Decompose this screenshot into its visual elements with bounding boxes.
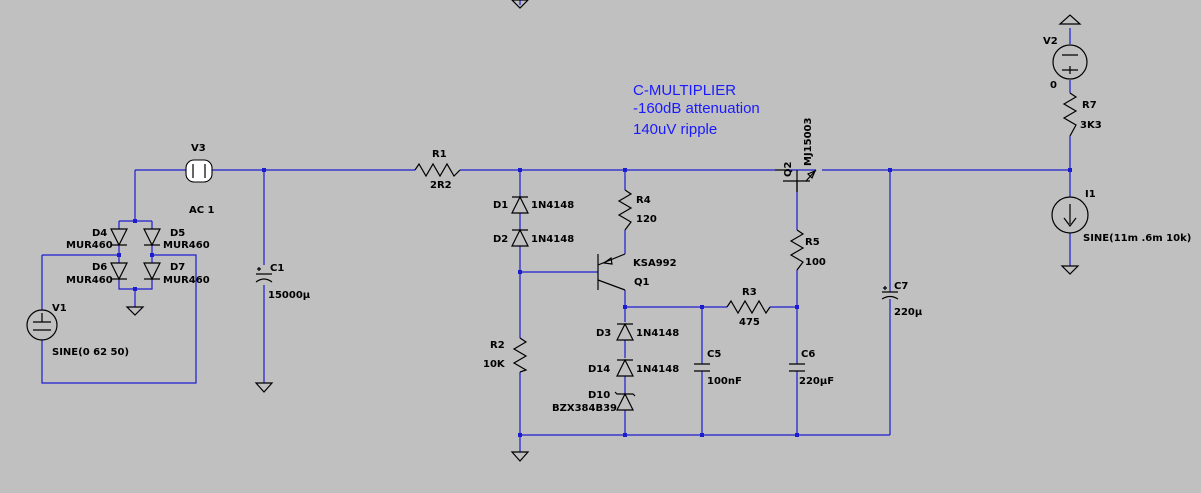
q2-ref: Q2: [783, 161, 794, 177]
transistor-q1[interactable]: KSA992 Q1: [597, 253, 677, 291]
d10-ref: D10: [588, 390, 610, 401]
c5-value: 100nF: [707, 376, 742, 387]
v2-value: 0: [1050, 80, 1057, 91]
c7-value: 220µ: [894, 307, 923, 318]
c1-value: 15000µ: [268, 290, 311, 301]
i1-ref: I1: [1085, 189, 1096, 200]
d4-value: MUR460: [66, 240, 113, 251]
annotation-attenuation: -160dB attenuation: [633, 100, 760, 117]
diode-d6[interactable]: D6 MUR460: [66, 262, 128, 286]
capacitor-c6[interactable]: C6 220µF: [789, 349, 834, 387]
resistor-r1[interactable]: R1 2R2: [414, 149, 461, 191]
c6-value: 220µF: [799, 376, 834, 387]
d3-value: 1N4148: [636, 328, 679, 339]
ground-icon: [511, 0, 529, 9]
zener-d10[interactable]: D10 BZX384B39: [552, 390, 636, 414]
r5-value: 100: [805, 257, 826, 268]
current-source-i1[interactable]: I1 SINE(11m .6m 10k): [1051, 189, 1191, 244]
diode-d3[interactable]: D3 1N4148: [596, 322, 679, 341]
r2-ref: R2: [490, 340, 505, 351]
c5-ref: C5: [707, 349, 721, 360]
d6-value: MUR460: [66, 275, 113, 286]
diode-d7[interactable]: D7 MUR460: [143, 262, 210, 286]
d3-ref: D3: [596, 328, 611, 339]
resistor-r5[interactable]: R5 100: [789, 229, 826, 271]
ground-icon: [510, 451, 530, 462]
capacitor-c5[interactable]: C5 100nF: [694, 349, 742, 387]
r1-value: 2R2: [430, 180, 452, 191]
circuit-annotation: C-MULTIPLIER -160dB attenuation 140uV ri…: [633, 82, 760, 138]
ground-icon: [254, 382, 274, 393]
d4-ref: D4: [92, 228, 107, 239]
c7-ref: C7: [894, 281, 908, 292]
ground-icon: [1060, 265, 1080, 275]
c6-ref: C6: [801, 349, 815, 360]
d14-ref: D14: [588, 364, 610, 375]
junctions: [117, 168, 1072, 437]
resistor-r4[interactable]: R4 120: [617, 189, 657, 231]
diode-d1[interactable]: D1 1N4148: [493, 195, 574, 214]
d7-ref: D7: [170, 262, 185, 273]
ground-symbols: [125, 0, 1082, 462]
diode-d14[interactable]: D14 1N4148: [588, 358, 679, 377]
d7-value: MUR460: [163, 275, 210, 286]
source-v1[interactable]: V1 SINE(0 62 50): [26, 303, 129, 358]
resistor-r2[interactable]: R2 10K: [483, 337, 528, 373]
wires: [41, 0, 1071, 452]
d6-ref: D6: [92, 262, 107, 273]
v1-ref: V1: [52, 303, 67, 314]
source-v2[interactable]: V2 0: [1043, 36, 1088, 91]
supply-up-icon: [1058, 14, 1082, 25]
r3-value: 475: [739, 317, 760, 328]
r4-value: 120: [636, 214, 657, 225]
d1-value: 1N4148: [531, 200, 574, 211]
q1-ref: Q1: [634, 277, 650, 288]
annotation-ripple: 140uV ripple: [633, 121, 717, 138]
v1-value: SINE(0 62 50): [52, 347, 129, 358]
diode-d2[interactable]: D2 1N4148: [493, 228, 574, 247]
r7-ref: R7: [1082, 100, 1097, 111]
d5-value: MUR460: [163, 240, 210, 251]
d14-value: 1N4148: [636, 364, 679, 375]
v2-ref: V2: [1043, 36, 1058, 47]
diode-d5[interactable]: D5 MUR460: [143, 228, 210, 251]
r4-ref: R4: [636, 195, 651, 206]
transistor-q2[interactable]: Q2 MJ15003: [775, 117, 817, 192]
capacitor-c1[interactable]: C1 15000µ: [255, 263, 311, 301]
c1-ref: C1: [270, 263, 284, 274]
d10-value: BZX384B39: [552, 403, 617, 414]
r2-value: 10K: [483, 359, 506, 370]
d5-ref: D5: [170, 228, 185, 239]
resistor-r7[interactable]: R7 3K3: [1062, 92, 1102, 137]
v3-value: AC 1: [189, 205, 215, 216]
q1-value: KSA992: [633, 258, 677, 269]
q2-value: MJ15003: [803, 117, 814, 166]
v3-ref: V3: [191, 143, 206, 154]
r5-ref: R5: [805, 237, 820, 248]
d2-value: 1N4148: [531, 234, 574, 245]
capacitor-c7[interactable]: C7 220µ: [881, 281, 923, 318]
annotation-title: C-MULTIPLIER: [633, 82, 736, 99]
r1-ref: R1: [432, 149, 447, 160]
r3-ref: R3: [742, 287, 757, 298]
source-v3[interactable]: V3 AC 1: [185, 143, 215, 216]
resistor-r3[interactable]: R3 475: [726, 287, 771, 328]
d1-ref: D1: [493, 200, 508, 211]
r7-value: 3K3: [1080, 120, 1102, 131]
diode-d4[interactable]: D4 MUR460: [66, 228, 128, 251]
d2-ref: D2: [493, 234, 508, 245]
ground-icon: [125, 306, 145, 316]
i1-value: SINE(11m .6m 10k): [1083, 233, 1191, 244]
